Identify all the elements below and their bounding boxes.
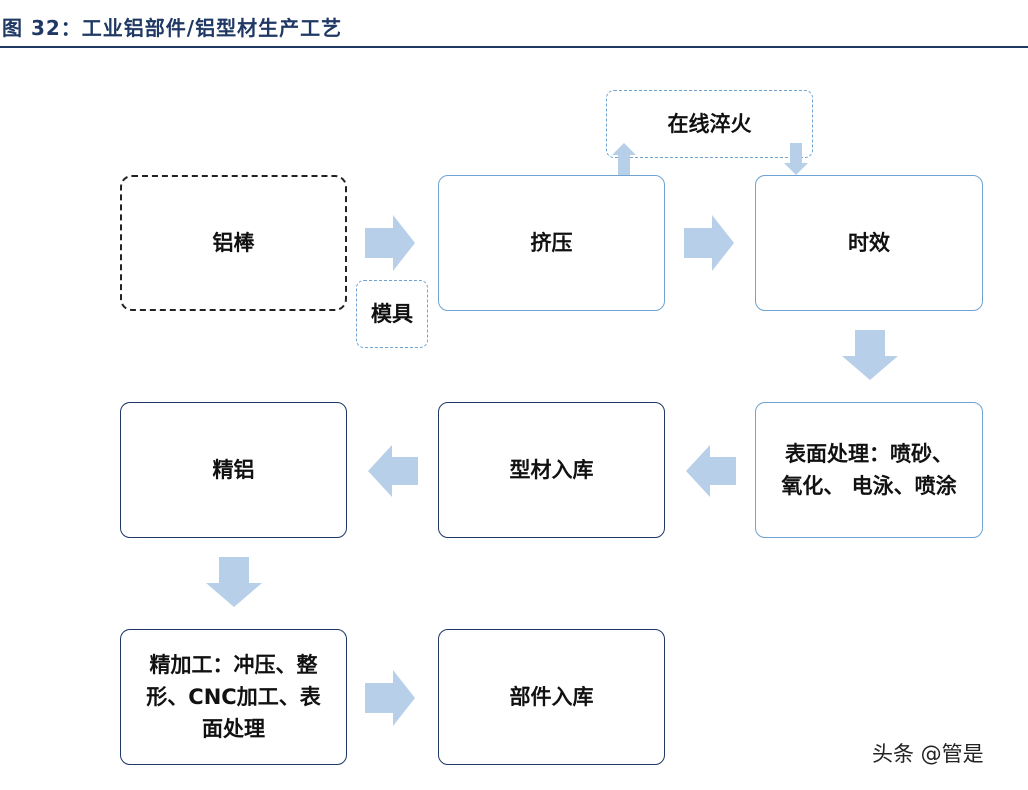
node-profile-storage: 型材入库: [438, 402, 665, 538]
node-finishing: 精加工：冲压、整 形、CNC加工、表 面处理: [120, 629, 347, 765]
node-parts-storage: 部件入库: [438, 629, 665, 765]
node-refined-aluminum-label: 精铝: [212, 458, 255, 482]
node-surface-treatment-line1: 表面处理：喷砂、: [785, 442, 953, 466]
title-rule: [0, 46, 1028, 48]
watermark: 头条 @管是: [872, 742, 984, 766]
arrow-aging-to-surface: [842, 330, 898, 380]
arrow-finishing-to-parts-storage: [365, 670, 415, 726]
node-surface-treatment-line2: 氧化、 电泳、喷涂: [781, 474, 957, 498]
node-refined-aluminum: 精铝: [120, 402, 347, 538]
node-surface-treatment: 表面处理：喷砂、 氧化、 电泳、喷涂: [755, 402, 983, 538]
figure-title: 图 32：工业铝部件/铝型材生产工艺: [2, 16, 343, 40]
node-profile-storage-label: 型材入库: [509, 458, 594, 482]
node-finishing-line1: 精加工：冲压、整: [149, 653, 318, 677]
node-finishing-line3: 面处理: [202, 717, 265, 741]
node-extrusion-label: 挤压: [530, 231, 573, 255]
node-aging-label: 时效: [848, 231, 890, 255]
node-parts-storage-label: 部件入库: [509, 685, 594, 709]
node-aging: 时效: [755, 175, 983, 311]
node-mold: 模具: [356, 280, 428, 348]
arrow-refined-to-finishing: [206, 557, 262, 607]
node-mold-label: 模具: [371, 302, 413, 326]
arrow-extrusion-to-quench: [612, 143, 636, 175]
node-finishing-line2: 形、CNC加工、表: [146, 685, 321, 709]
node-extrusion: 挤压: [438, 175, 665, 311]
arrow-surface-to-profile-storage: [686, 445, 736, 497]
node-aluminum-rod: 铝棒: [120, 175, 347, 311]
arrow-rod-to-extrusion: [365, 215, 415, 271]
node-aluminum-rod-label: 铝棒: [212, 231, 255, 255]
arrow-quench-to-aging: [784, 143, 808, 175]
node-online-quench-label: 在线淬火: [667, 112, 752, 136]
arrow-extrusion-to-aging: [684, 215, 734, 271]
node-online-quench: 在线淬火: [606, 90, 813, 158]
arrow-profile-storage-to-refined: [368, 445, 418, 497]
